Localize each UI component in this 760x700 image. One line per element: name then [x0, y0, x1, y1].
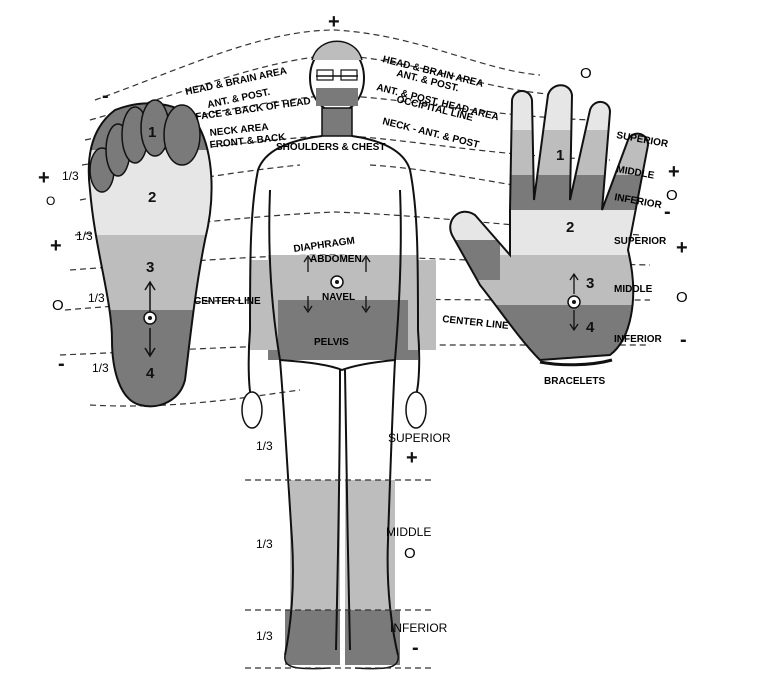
hand-label-superior: SUPERIOR	[614, 236, 667, 247]
hand-label-middle: MIDDLE	[614, 284, 653, 295]
hand-sign-o-top: O	[666, 187, 678, 204]
foot-sign-plus: +	[50, 235, 62, 257]
center-line-left-label: CENTER LINE	[194, 296, 261, 307]
hand-zone-1: 1	[556, 147, 564, 164]
leg-sign-minus: -	[412, 637, 419, 659]
hand-top-o-sign: O	[580, 65, 592, 82]
hand-sign-minus: -	[680, 329, 687, 351]
diaphragm-label: DIAPHRAGM	[293, 235, 356, 254]
foot-illustration	[87, 99, 213, 408]
hand-sign-plus: +	[676, 237, 688, 259]
hand-zone-3: 3	[586, 275, 594, 292]
foot-zone-4: 4	[146, 365, 155, 382]
foot-zone-1: 1	[148, 124, 156, 141]
foot-zone-2: 2	[148, 189, 156, 206]
leg-label-superior: SUPERIOR	[388, 431, 451, 445]
pelvis-label: PELVIS	[314, 337, 349, 348]
leg-fraction-superior: 1/3	[256, 439, 273, 453]
abdomen-label: ABDOMEN	[310, 254, 362, 265]
foot-zone-3: 3	[146, 259, 154, 276]
center-line-right-label: CENTER LINE	[442, 314, 510, 332]
leg-fraction-inferior: 1/3	[256, 629, 273, 643]
foot-third-1: 1/3	[62, 169, 79, 183]
hand-zone-2: 2	[566, 219, 574, 236]
hand-sign-o: O	[676, 289, 688, 306]
leg-scale-lines	[245, 479, 435, 669]
navel-label: NAVEL	[322, 292, 355, 303]
leg-sign-o: O	[404, 545, 416, 562]
foot-third-4: 1/3	[92, 361, 109, 375]
foot-third-2: 1/3	[76, 229, 93, 243]
human-figure-illustration	[241, 40, 436, 670]
leg-label-inferior: INFERIOR	[390, 621, 448, 635]
bracelets-label: BRACELETS	[544, 376, 605, 387]
hand-sign-plus-top: +	[668, 161, 680, 183]
leg-fraction-middle: 1/3	[256, 537, 273, 551]
foot-sign-plus-top: +	[38, 167, 50, 189]
foot-third-3: 1/3	[88, 291, 105, 305]
foot-sign-o: O	[52, 297, 64, 314]
foot-sign-minus: -	[58, 353, 65, 375]
hand-sign-minus-top: -	[664, 201, 671, 223]
shoulders-chest-label: SHOULDERS & CHEST	[276, 142, 385, 153]
leg-sign-plus: +	[406, 447, 418, 469]
top-plus-sign: +	[328, 11, 340, 33]
hand-zone-4: 4	[586, 319, 595, 336]
foot-toe-o-sign: O	[46, 194, 55, 208]
foot-toe-minus-sign: -	[102, 85, 109, 107]
leg-label-middle: MIDDLE	[386, 525, 431, 539]
hand-label-inferior: INFERIOR	[614, 334, 663, 345]
